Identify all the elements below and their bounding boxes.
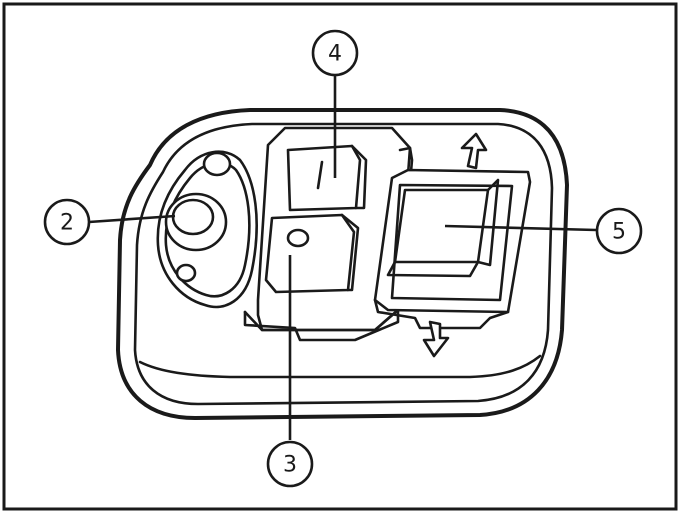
callout-4: 4 xyxy=(311,29,359,77)
callout-3-label: 3 xyxy=(283,453,297,478)
callout-4-label: 4 xyxy=(328,42,342,67)
round-button xyxy=(156,150,258,309)
rocker-switch xyxy=(243,126,414,342)
callout-3: 3 xyxy=(266,440,314,488)
callout-2: 2 xyxy=(43,198,91,246)
leader-line-2 xyxy=(88,214,176,224)
leader-line-5 xyxy=(444,224,597,232)
callout-5-label: 5 xyxy=(612,220,626,245)
callout-2-label: 2 xyxy=(60,211,74,236)
callout-5: 5 xyxy=(595,207,643,255)
slide-button xyxy=(373,168,532,330)
arrow-up-outline-icon xyxy=(460,132,488,170)
arrow-down-outline-icon xyxy=(422,320,450,358)
